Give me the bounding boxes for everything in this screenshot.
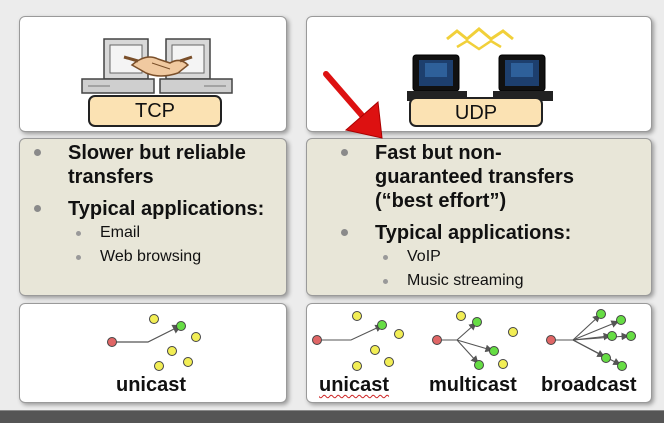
handshake-computers-icon: [81, 38, 233, 94]
tcp-bullet-list: Slower but reliable transfers Typical ap…: [20, 141, 286, 269]
udp-multicast-label: multicast: [429, 374, 517, 396]
tcp-app-web-browsing: Web browsing: [100, 248, 202, 265]
udp-broadcast-diagram: [546, 309, 636, 371]
computers-lightning-icon: [407, 27, 553, 101]
udp-text-panel: Fast but non- guaranteed transfers (“bes…: [306, 138, 652, 296]
receiver-node: [617, 361, 627, 371]
sub-bullet-icon: [383, 279, 388, 284]
tcp-bullet-reliable-text: Slower but reliable transfers: [68, 142, 246, 188]
sub-bullet-icon: [383, 255, 388, 260]
udp-bullet-fast-line1: Fast but non-: [375, 142, 502, 164]
udp-app-music-streaming: Music streaming: [407, 272, 524, 289]
source-node: [432, 335, 442, 345]
idle-node: [154, 361, 164, 371]
tcp-unicast-label: unicast: [116, 374, 187, 396]
tcp-bullet-reliable: Slower but reliable transfers: [20, 141, 286, 189]
idle-node: [149, 314, 159, 324]
idle-node: [456, 311, 466, 321]
udp-unicast-label: unicast: [319, 374, 389, 397]
udp-multicast-diagram: [432, 311, 518, 370]
udp-bullet-fast-line2: guaranteed transfers: [375, 166, 574, 188]
udp-app-item: VoIP: [327, 245, 651, 269]
idle-node: [352, 361, 362, 371]
udp-image-panel: UDP: [306, 16, 652, 132]
tcp-image-panel: TCP: [19, 16, 287, 132]
source-node: [546, 335, 556, 345]
sub-bullet-icon: [76, 231, 81, 236]
source-node: [312, 335, 322, 345]
idle-node: [384, 357, 394, 367]
udp-bullet-applications-text: Typical applications:: [375, 222, 572, 244]
tcp-diagram-panel: unicast: [19, 303, 287, 403]
idle-node: [183, 357, 193, 367]
receiver-node: [607, 331, 617, 341]
receiver-node: [474, 360, 484, 370]
tcp-text-panel: Slower but reliable transfers Typical ap…: [19, 138, 287, 296]
receiver-node: [596, 309, 606, 319]
bottom-bar: [0, 410, 664, 423]
udp-bullet-fast-line3: (“best effort”): [375, 190, 507, 212]
source-node: [107, 337, 117, 347]
receiver-node: [601, 353, 611, 363]
idle-node: [394, 329, 404, 339]
receiver-node: [626, 331, 636, 341]
idle-node: [191, 332, 201, 342]
receiver-node: [489, 346, 499, 356]
udp-cast-diagrams: [312, 309, 636, 371]
tcp-app-item: Web browsing: [20, 245, 286, 269]
udp-app-voip: VoIP: [407, 248, 441, 265]
sub-bullet-icon: [76, 255, 81, 260]
bullet-icon: [34, 205, 41, 212]
tcp-bullet-applications-text: Typical applications:: [68, 198, 265, 220]
tcp-bullet-applications: Typical applications:: [20, 197, 286, 221]
bullet-icon: [34, 149, 41, 156]
receiver-node: [472, 317, 482, 327]
udp-bullet-applications: Typical applications:: [327, 221, 651, 245]
idle-node: [370, 345, 380, 355]
udp-app-item: Music streaming: [327, 269, 651, 293]
udp-diagram-panel: unicast multicast broadcast: [306, 303, 652, 403]
udp-broadcast-label: broadcast: [541, 374, 637, 396]
tcp-app-item: Email: [20, 221, 286, 245]
tcp-label: TCP: [88, 95, 222, 127]
udp-bullet-list: Fast but non- guaranteed transfers (“bes…: [327, 141, 651, 293]
idle-node: [352, 311, 362, 321]
udp-label: UDP: [409, 97, 543, 127]
idle-node: [498, 359, 508, 369]
receiver-node: [616, 315, 626, 325]
tcp-unicast-diagram: [107, 314, 201, 371]
udp-unicast-label-text: unicast: [319, 374, 390, 396]
idle-node: [167, 346, 177, 356]
tcp-app-email: Email: [100, 224, 141, 241]
idle-node: [508, 327, 518, 337]
bullet-icon: [341, 229, 348, 236]
receiver-node: [176, 321, 186, 331]
receiver-node: [377, 320, 387, 330]
udp-bullet-fast: Fast but non- guaranteed transfers (“bes…: [327, 141, 651, 213]
bullet-icon: [341, 149, 348, 156]
udp-unicast-diagram: [312, 311, 404, 371]
